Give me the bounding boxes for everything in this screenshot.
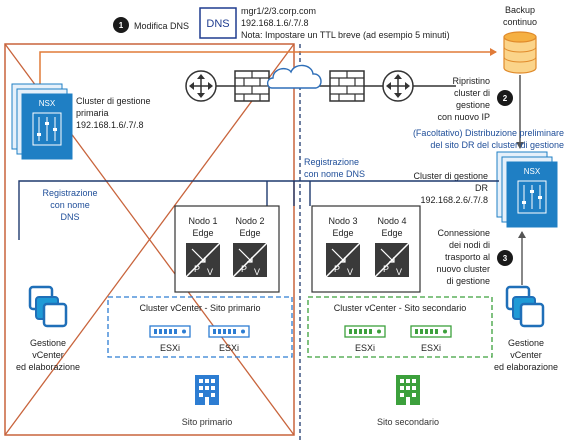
esxi-host-label: ESXi xyxy=(421,343,441,353)
svg-text:P: P xyxy=(241,264,247,274)
step2-number: 2 xyxy=(503,94,508,103)
step2-line-2: cluster di xyxy=(454,88,490,98)
edge-appliance-icon: P V xyxy=(374,242,410,278)
backup-flow-arrow xyxy=(39,48,497,84)
site-secondary-label: Sito secondario xyxy=(377,417,439,427)
secondary-vcenter-cluster-title: Cluster vCenter - Sito secondario xyxy=(334,303,467,313)
vcenter-icon xyxy=(505,285,545,328)
cloud-icon xyxy=(266,64,322,89)
step2-badge: 2 xyxy=(497,90,513,106)
svg-text:V: V xyxy=(254,267,260,277)
step3-badge: 3 xyxy=(497,250,513,266)
dns-server: DNS xyxy=(199,7,237,39)
vcenter-left-line-3: ed elaborazione xyxy=(16,362,80,372)
edge-node-2-line-2: Edge xyxy=(239,228,260,238)
router-icon xyxy=(382,70,414,102)
dns-registration-left-line-1: Registrazione xyxy=(42,188,97,198)
dns-label: DNS xyxy=(206,18,229,30)
svg-text:V: V xyxy=(347,267,353,277)
svg-text:P: P xyxy=(334,264,340,274)
dns-registration-left-line-3: DNS xyxy=(60,212,79,222)
primary-nsx-manager-cluster: NSX xyxy=(11,83,73,160)
step3-line-5: di gestione xyxy=(446,276,490,286)
step2-line-1: Ripristino xyxy=(452,76,490,86)
step3-line-2: dei nodi di xyxy=(449,240,490,250)
step2-line-4: con nuovo IP xyxy=(437,112,490,122)
vcenter-left-line-1: Gestione xyxy=(30,338,66,348)
esxi-host-label: ESXi xyxy=(160,343,180,353)
dr-cluster-line-2: DR xyxy=(475,183,488,193)
failure-cross-line xyxy=(4,43,295,436)
primary-cluster-line-2: primaria xyxy=(76,108,109,118)
primary-site-boundary xyxy=(4,43,295,436)
dns-registration-bus xyxy=(18,180,499,200)
step3-number: 3 xyxy=(503,254,508,263)
secondary-vcenter-cluster xyxy=(307,296,493,358)
edge-node-1-line-1: Nodo 1 xyxy=(188,216,217,226)
edge-appliance-icon: P V xyxy=(185,242,221,278)
optional-note-line-1: (Facoltativo) Distribuzione preliminare xyxy=(413,128,564,138)
step3-line-1: Connessione xyxy=(437,228,490,238)
svg-text:V: V xyxy=(396,267,402,277)
building-icon xyxy=(195,375,219,405)
primary-vcenter-cluster-title: Cluster vCenter - Sito primario xyxy=(139,303,260,313)
svg-text:P: P xyxy=(194,264,200,274)
vcenter-right-line-1: Gestione xyxy=(508,338,544,348)
dns-registration-center-line-2: con nome DNS xyxy=(304,169,365,179)
backup-label-line-2: continuo xyxy=(503,17,537,27)
dns-note-line-1: mgr1/2/3.corp.com xyxy=(241,6,316,16)
edge-node-1-line-2: Edge xyxy=(192,228,213,238)
dns-registration-left-line-2: con nome xyxy=(50,200,90,210)
vcenter-right-line-2: vCenter xyxy=(510,350,542,360)
vcenter-left-line-2: vCenter xyxy=(32,350,64,360)
dns-note-line-2: 192.168.1.6/.7/.8 xyxy=(241,18,309,28)
primary-cluster-line-1: Cluster di gestione xyxy=(76,96,151,106)
vcenter-right-line-3: ed elaborazione xyxy=(494,362,558,372)
dr-cluster-line-3: 192.168.2.6/.7/.8 xyxy=(420,195,488,205)
vcenter-icon xyxy=(28,285,68,328)
esxi-host-label: ESXi xyxy=(355,343,375,353)
edge-node-2-line-1: Nodo 2 xyxy=(235,216,264,226)
esxi-server-icon xyxy=(149,325,191,338)
step2-line-3: gestione xyxy=(456,100,490,110)
esxi-server-icon xyxy=(208,325,250,338)
esxi-server-icon xyxy=(410,325,452,338)
building-icon xyxy=(396,375,420,405)
step3-line-4: nuovo cluster xyxy=(436,264,490,274)
dns-registration-center-line-1: Registrazione xyxy=(304,157,359,167)
backup-database-icon xyxy=(503,31,537,74)
esxi-host-label: ESXi xyxy=(219,343,239,353)
svg-text:P: P xyxy=(383,264,389,274)
step1-number: 1 xyxy=(119,21,124,30)
svg-text:V: V xyxy=(207,267,213,277)
step3-line-3: trasporto al xyxy=(445,252,490,262)
edge-node-3-line-1: Nodo 3 xyxy=(328,216,357,226)
primary-nsx-label: NSX xyxy=(39,99,56,108)
step1-label: Modifica DNS xyxy=(134,21,189,31)
dns-note: mgr1/2/3.corp.com 192.168.1.6/.7/.8 Nota… xyxy=(241,6,450,40)
edge-appliance-icon: P V xyxy=(325,242,361,278)
router-icon xyxy=(185,70,217,102)
dns-note-line-3: Nota: Impostare un TTL breve (ad esempio… xyxy=(241,30,450,40)
dr-cluster-line-1: Cluster di gestione xyxy=(413,171,488,181)
dr-nsx-manager-cluster: NSX xyxy=(496,151,558,228)
dr-nsx-label: NSX xyxy=(524,167,541,176)
firewall-icon xyxy=(329,70,365,102)
sliders-icon xyxy=(517,180,547,214)
esxi-server-icon xyxy=(344,325,386,338)
edge-node-4-line-1: Nodo 4 xyxy=(377,216,406,226)
edge-appliance-icon: P V xyxy=(232,242,268,278)
step1-badge: 1 xyxy=(113,17,129,33)
firewall-icon xyxy=(234,70,270,102)
edge-node-4-line-2: Edge xyxy=(381,228,402,238)
edge-node-3-line-2: Edge xyxy=(332,228,353,238)
primary-vcenter-cluster xyxy=(107,296,293,358)
primary-cluster-line-3: 192.168.1.6/.7/.8 xyxy=(76,120,144,130)
optional-note-line-2: del sito DR del cluster di gestione xyxy=(430,140,564,150)
site-primary-label: Sito primario xyxy=(182,417,233,427)
sliders-icon xyxy=(32,112,62,146)
backup-label-line-1: Backup xyxy=(505,5,535,15)
